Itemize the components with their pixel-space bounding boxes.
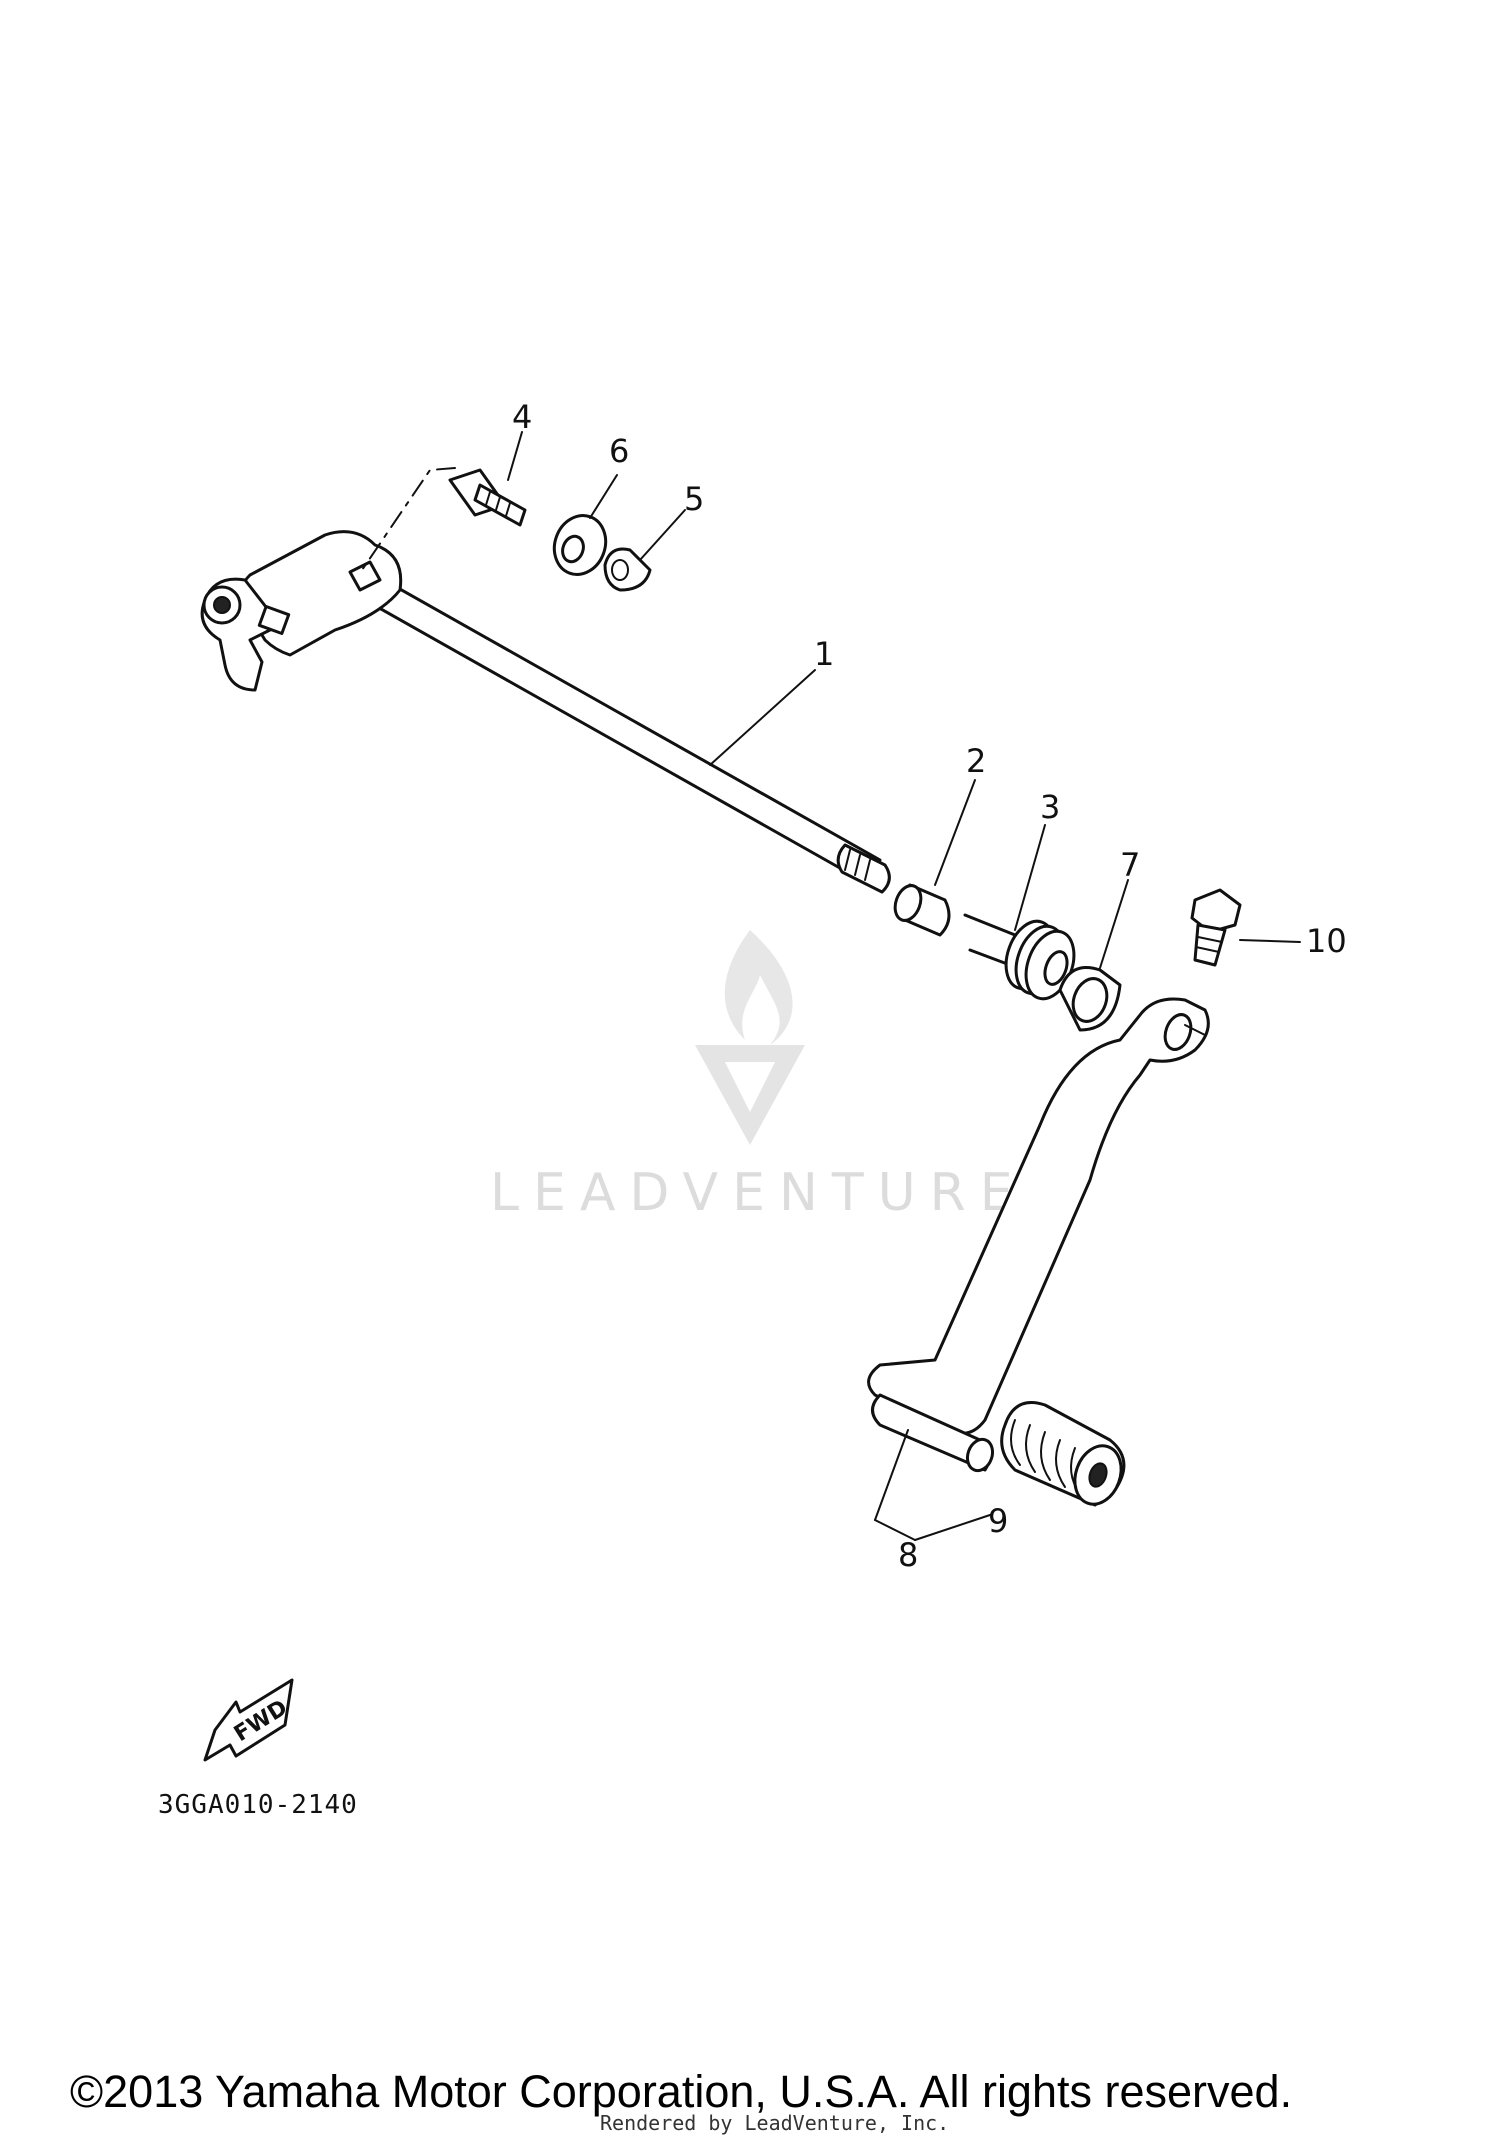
shift-pedal xyxy=(867,997,1210,1473)
collar-2 xyxy=(893,883,951,937)
watermark-flame-icon xyxy=(724,930,793,1045)
rendered-by-text: Rendered by LeadVenture, Inc. xyxy=(600,2111,949,2135)
shift-shaft xyxy=(200,530,891,894)
callout-6: 6 xyxy=(609,432,629,470)
callout-10: 10 xyxy=(1306,922,1347,960)
peg-rubber-9 xyxy=(1000,1401,1126,1507)
watermark-text: LEADVENTURE xyxy=(490,1163,1027,1223)
washer-6 xyxy=(552,514,608,576)
callout-8: 8 xyxy=(898,1536,918,1574)
callout-4: 4 xyxy=(512,398,532,436)
watermark: LEADVENTURE xyxy=(490,930,1027,1223)
callout-9: 9 xyxy=(988,1502,1008,1540)
lock-washer-5 xyxy=(603,547,652,592)
callout-3: 3 xyxy=(1040,788,1060,826)
fwd-arrow-icon: FWD xyxy=(203,1678,294,1762)
callout-7: 7 xyxy=(1120,846,1140,884)
callout-5: 5 xyxy=(684,480,704,518)
callout-1: 1 xyxy=(814,635,834,673)
diagram-code: 3GGA010-2140 xyxy=(158,1790,358,1820)
leader-lines xyxy=(507,431,1301,1541)
watermark-v-icon xyxy=(695,1045,805,1145)
stopper-bolt xyxy=(361,467,527,571)
copyright-text: ©2013 Yamaha Motor Corporation, U.S.A. A… xyxy=(70,2066,1292,2117)
callout-2: 2 xyxy=(966,742,986,780)
bolt-10 xyxy=(1190,888,1242,967)
washer-7 xyxy=(1058,966,1122,1032)
